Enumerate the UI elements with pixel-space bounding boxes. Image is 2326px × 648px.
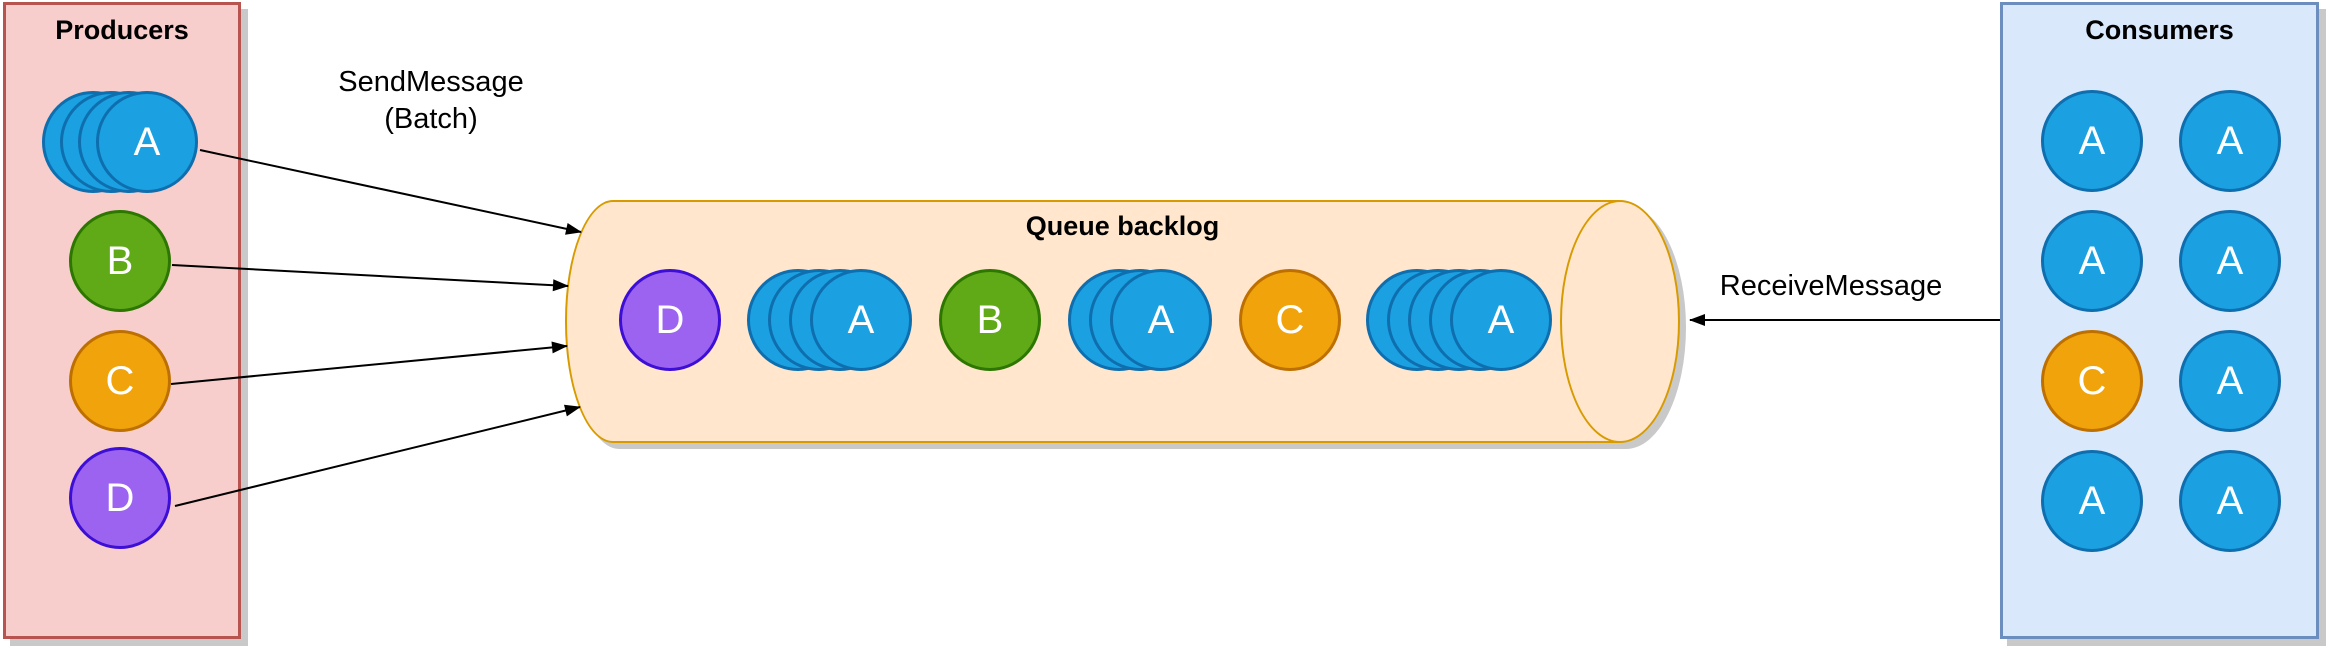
message-letter: A: [2078, 119, 2106, 163]
queue-title: Queue backlog: [1025, 211, 1220, 241]
message-circle-c: C: [2041, 330, 2143, 432]
send-message-label-line2: (Batch): [384, 103, 478, 135]
message-letter: A: [2216, 239, 2244, 283]
message-letter: D: [105, 476, 135, 520]
message-letter: B: [976, 298, 1004, 342]
producers-title: Producers: [55, 15, 189, 45]
message-circle-d: D: [619, 269, 721, 371]
message-letter: A: [2078, 239, 2106, 283]
message-letter: C: [2077, 359, 2107, 403]
receive-message-label: ReceiveMessage: [1719, 270, 1943, 302]
message-circle-b: B: [69, 210, 171, 312]
message-letter: A: [2216, 479, 2244, 523]
message-letter: A: [2216, 119, 2244, 163]
message-letter: A: [2078, 479, 2106, 523]
message-letter: C: [1275, 298, 1305, 342]
message-circle-a: A: [810, 269, 912, 371]
message-circle-a: A: [2179, 90, 2281, 192]
message-circle-a: A: [2179, 450, 2281, 552]
message-circle-a: A: [96, 91, 198, 193]
message-circle-a: A: [1450, 269, 1552, 371]
message-circle-a: A: [2179, 210, 2281, 312]
message-letter: A: [133, 120, 161, 164]
message-letter: B: [106, 239, 134, 283]
consumers-panel: Consumers: [2000, 2, 2319, 639]
message-circle-c: C: [1239, 269, 1341, 371]
message-circle-a: A: [2041, 90, 2143, 192]
message-circle-b: B: [939, 269, 1041, 371]
send-arrow-a: [199, 149, 582, 235]
message-circle-a: A: [2179, 330, 2281, 432]
send-message-label-line1: SendMessage: [338, 66, 524, 98]
message-circle-c: C: [69, 330, 171, 432]
message-letter: D: [655, 298, 685, 342]
message-circle-a: A: [1110, 269, 1212, 371]
message-letter: A: [1147, 298, 1175, 342]
message-letter: A: [2216, 359, 2244, 403]
message-circle-a: A: [2041, 450, 2143, 552]
message-letter: C: [105, 359, 135, 403]
message-letter: A: [1487, 298, 1515, 342]
message-circle-d: D: [69, 447, 171, 549]
message-circle-a: A: [2041, 210, 2143, 312]
send-message-label: SendMessage (Batch): [281, 64, 581, 138]
message-letter: A: [847, 298, 875, 342]
consumers-title: Consumers: [2085, 15, 2234, 45]
